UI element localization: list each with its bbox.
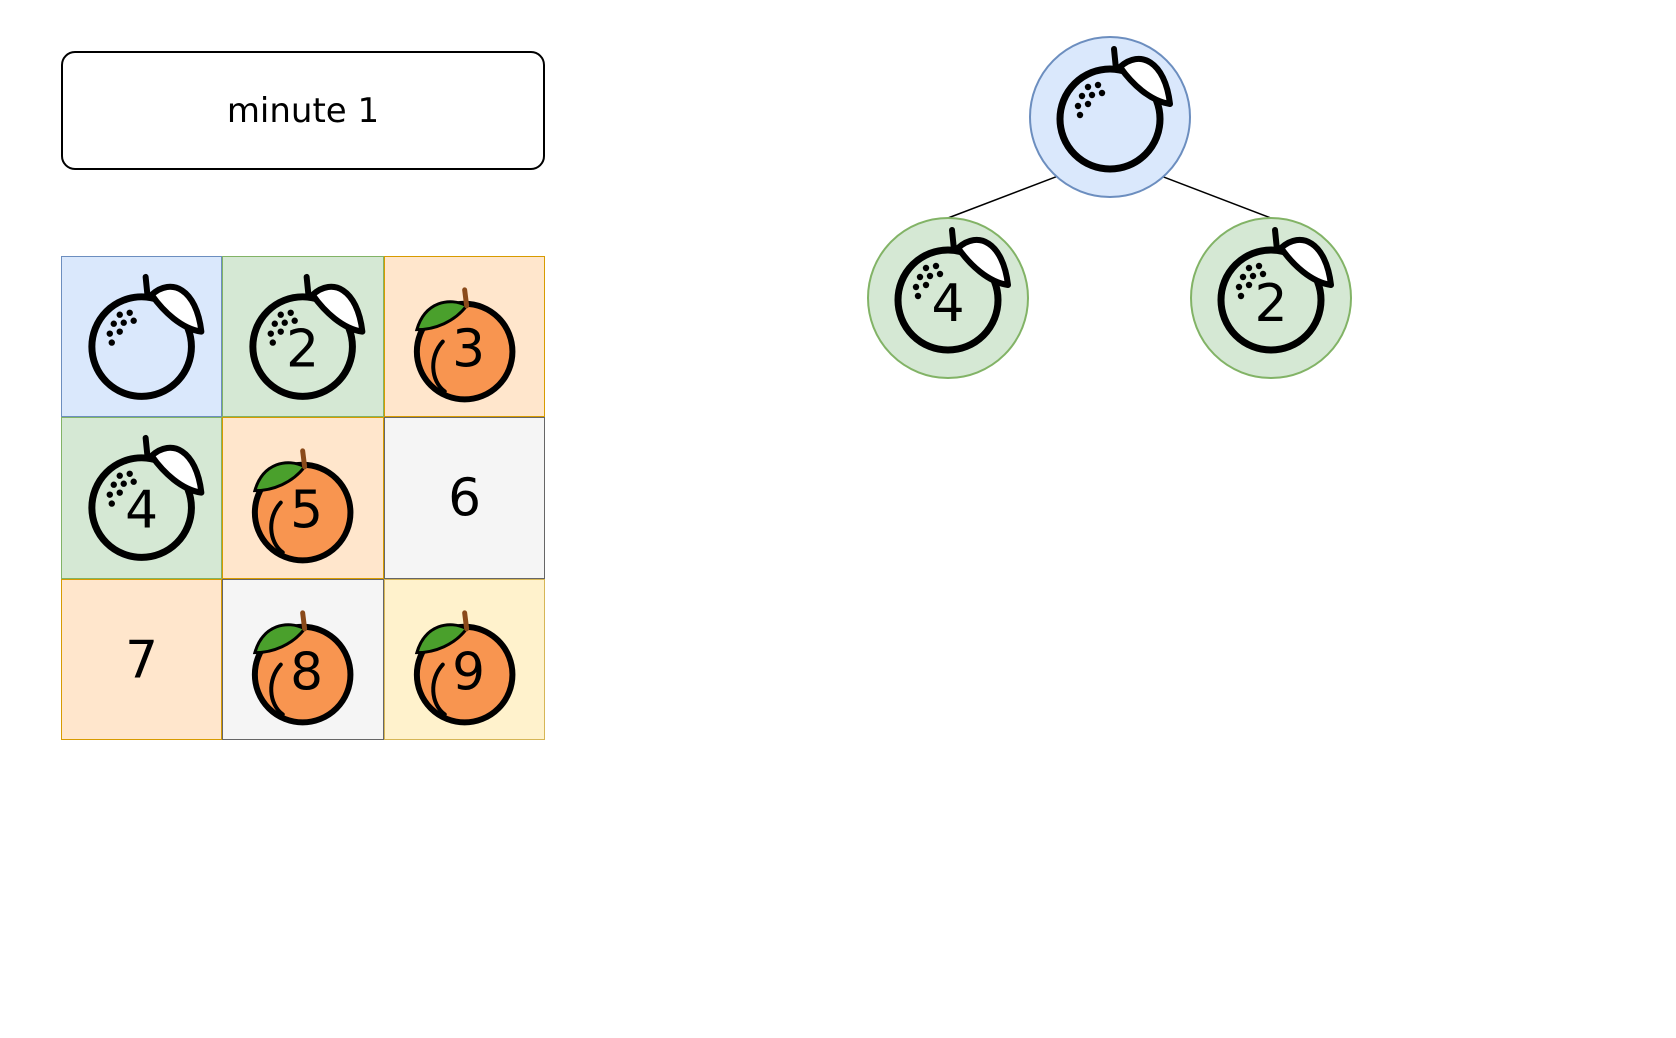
tree-node: 4 [867,217,1029,379]
grid-cell: 7 [61,578,223,740]
cell-number: 5 [290,481,323,541]
tree-node: 2 [1190,217,1352,379]
cell-number: 2 [1254,274,1287,334]
minute-label-box: minute 1 [61,51,545,170]
tree-edge [947,175,1057,219]
rotten-orange-icon [88,273,205,400]
grid-cell: 6 [383,417,545,579]
cell-number: 7 [125,630,158,690]
cell-graphic [88,273,205,400]
cell-number: 4 [931,274,964,334]
cell-graphic: 3 [413,287,516,403]
rotten-orange-icon [88,435,205,562]
grid-cell: 5 [222,417,384,579]
rotten-orange-icon [249,273,366,400]
cell-graphic: 5 [252,448,354,564]
cell-graphic: 4 [88,435,205,562]
grid-cell: 4 [61,417,223,579]
grid-cell: 8 [222,578,384,740]
fresh-orange-icon [252,610,354,726]
cell-graphic: 9 [413,610,516,726]
cell-graphic: 8 [252,610,354,726]
cell-number: 8 [290,642,323,702]
rotten-orange-icon [1056,46,1173,173]
grid-cell: 9 [383,578,545,740]
cell-number: 3 [452,320,485,380]
tree-edge [1162,176,1272,219]
fresh-orange-icon [413,287,516,403]
cell-number: 2 [287,320,320,380]
rotten-orange-icon [1217,227,1334,354]
grid-cell [61,256,223,418]
orange-grid: 2 3 4 5 6 7 8 9 [61,256,545,740]
fresh-orange-icon [413,610,516,726]
tree-node [1029,36,1191,198]
grid-cell: 3 [383,256,545,418]
rotten-orange-icon [894,227,1011,354]
cell-graphic: 6 [448,469,481,529]
cell-graphic: 7 [125,630,158,690]
minute-label: minute 1 [226,90,380,131]
cell-number: 9 [452,642,485,702]
cell-number: 6 [448,469,481,529]
fresh-orange-icon [252,448,354,564]
grid-cell: 2 [222,256,384,418]
cell-graphic: 2 [249,273,366,400]
cell-number: 4 [125,481,158,541]
